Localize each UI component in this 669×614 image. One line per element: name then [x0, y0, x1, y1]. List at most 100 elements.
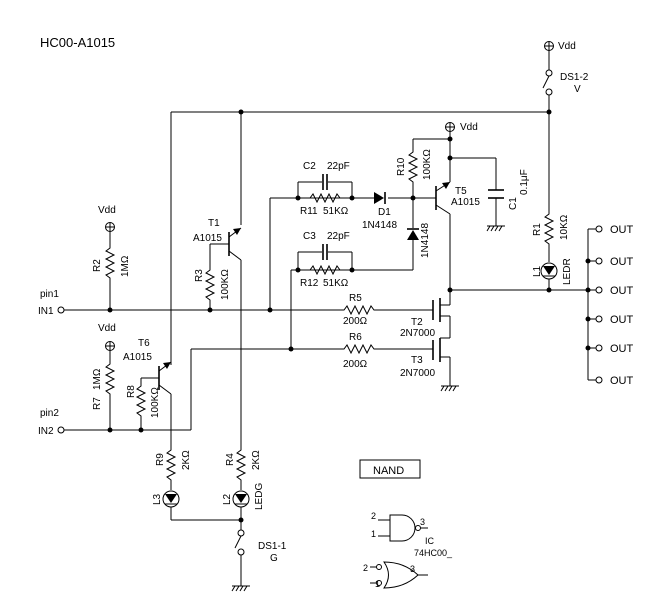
junction: [238, 109, 244, 115]
t6-value: A1015: [123, 352, 152, 363]
feedback-upper-wires: [269, 181, 413, 310]
pin2-label: pin2: [40, 408, 59, 419]
junction: [295, 195, 301, 201]
out-label: OUT: [610, 256, 634, 268]
vdd-symbol: [105, 222, 115, 240]
switch-ds1-1-label: DS1-1: [258, 541, 287, 552]
r1-ref: R1: [532, 223, 543, 236]
in2-label: IN2: [38, 426, 54, 437]
r5-ref: R5: [349, 293, 362, 304]
junction: [546, 109, 552, 115]
t5-wires: [412, 138, 497, 220]
vdd-label: Vdd: [460, 122, 478, 133]
resistor-r6: [339, 344, 379, 354]
resistor-r7: [105, 359, 115, 399]
r11-ref: R11: [300, 206, 318, 217]
l1-ref: L1: [532, 265, 543, 277]
out-label: OUT: [610, 343, 634, 355]
r11-value: 51KΩ: [323, 206, 349, 217]
gate-pin-a: 2: [371, 511, 376, 521]
vdd-symbol: [544, 41, 554, 59]
t3-gate-wires: [190, 348, 433, 430]
resistor-r9: [166, 445, 176, 485]
pin1-label: pin1: [40, 289, 59, 300]
r12-ref: R12: [300, 278, 319, 289]
r6-value: 200Ω: [343, 359, 368, 370]
junction: [585, 316, 591, 322]
or-pin-b: 1: [375, 579, 380, 589]
gate-pin-out: 3: [420, 517, 425, 527]
c1-value: 0.1μF: [519, 169, 530, 195]
resistor-r3: [205, 265, 215, 305]
r12-value: 51KΩ: [323, 278, 349, 289]
r4-value: 2KΩ: [251, 450, 262, 470]
or-pin-a: 2: [363, 563, 368, 573]
junction: [107, 427, 113, 433]
r2-ref: R2: [92, 259, 103, 272]
junction: [349, 195, 355, 201]
diode-d2: [407, 228, 419, 240]
ground-symbol: [486, 219, 506, 232]
vdd-label: Vdd: [558, 41, 576, 52]
led-l1: [540, 262, 558, 280]
c3-ref: C3: [303, 231, 316, 242]
junction: [447, 287, 453, 293]
r10-value: 100KΩ: [422, 149, 433, 180]
r7-value: 1MΩ: [92, 368, 103, 390]
resistor-r4: [236, 445, 246, 485]
junction: [107, 307, 113, 313]
t6-ref: T6: [138, 338, 150, 349]
d2-value: 1N4148: [420, 223, 431, 258]
capacitor-c1: [488, 189, 504, 199]
d1-value: 1N4148: [362, 220, 397, 231]
junction: [267, 307, 273, 313]
junction: [288, 346, 294, 352]
resistor-r2: [105, 243, 115, 283]
output-bus: [450, 228, 596, 381]
junction: [349, 267, 355, 273]
r9-ref: R9: [155, 453, 166, 466]
r5-value: 200Ω: [343, 316, 368, 327]
junction: [585, 287, 591, 293]
junction: [585, 258, 591, 264]
r3-ref: R3: [194, 269, 205, 282]
l2-value: LEDG: [254, 483, 265, 510]
out-label: OUT: [610, 285, 634, 297]
t5-value: A1015: [451, 197, 480, 208]
capacitor-c3: [322, 243, 328, 261]
switch-ds1-2-sub: V: [574, 84, 581, 95]
or-gate-symbol: [370, 561, 428, 589]
t1-ref: T1: [208, 218, 220, 229]
r8-value: 100KΩ: [150, 387, 161, 418]
r1-value: 10KΩ: [559, 214, 570, 240]
junction: [447, 136, 453, 142]
c1-ref: C1: [508, 197, 519, 210]
r2-value: 1MΩ: [120, 255, 131, 277]
out-label: OUT: [610, 224, 634, 236]
c3-value: 22pF: [327, 231, 350, 242]
in1-label: IN1: [38, 306, 54, 317]
t2-ref: T2: [411, 317, 423, 328]
r10-ref: R10: [396, 157, 407, 176]
resistor-r8: [136, 381, 146, 421]
resistor-r10: [408, 147, 418, 187]
junction: [138, 427, 144, 433]
mosfet-t3: [432, 337, 451, 380]
l2-ref: L2: [222, 493, 233, 505]
junction: [447, 155, 453, 161]
junction: [207, 307, 213, 313]
t1-value: A1015: [193, 233, 222, 244]
vdd-label: Vdd: [98, 205, 116, 216]
r8-ref: R8: [126, 385, 137, 398]
out-label: OUT: [610, 314, 634, 326]
r7-ref: R7: [92, 397, 103, 410]
led-l3: [162, 490, 180, 508]
nand-box-label: NAND: [373, 465, 404, 477]
resistor-r5: [339, 305, 379, 315]
junction: [238, 517, 244, 523]
switch-ds1-2: [542, 58, 553, 96]
output-terminal: [595, 225, 603, 233]
gate-ic-label: IC: [425, 536, 435, 546]
or-pin-out: 3: [410, 564, 415, 574]
r3-value: 100KΩ: [220, 269, 231, 300]
